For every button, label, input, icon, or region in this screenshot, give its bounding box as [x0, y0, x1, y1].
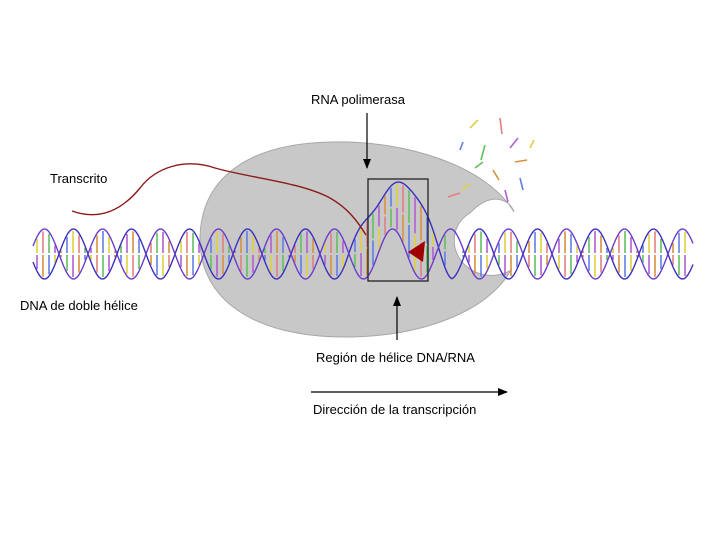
- nucleotide-stick: [504, 189, 509, 203]
- nucleotide-stick: [519, 177, 524, 191]
- rna-transcript: [71, 163, 367, 236]
- red-triangle-icon: [408, 241, 425, 262]
- label-dna-double-helix: DNA de doble hélice: [20, 298, 138, 313]
- nucleotide-stick: [529, 139, 535, 149]
- nucleotide-stick: [509, 137, 519, 149]
- nucleotide-stick: [492, 169, 500, 181]
- nucleotide-stick: [469, 119, 479, 129]
- nucleotide-stick: [447, 192, 461, 198]
- nucleotide-stick: [480, 144, 486, 161]
- nucleotide-stick: [514, 159, 528, 163]
- label-hybrid-region: Región de hélice DNA/RNA: [316, 350, 475, 365]
- dna-template-strand: [32, 181, 694, 280]
- hybrid-region-box: [367, 178, 429, 282]
- dna-coding-strand: [32, 228, 694, 280]
- nucleotide-stick: [459, 141, 464, 151]
- label-transcript: Transcrito: [50, 171, 107, 186]
- nucleotide-stick: [499, 117, 503, 135]
- label-rna-polymerase: RNA polimerasa: [311, 92, 406, 107]
- free-nucleotides: [447, 117, 535, 203]
- nucleotide-stick: [461, 183, 471, 191]
- rna-polymerase-enzyme: [199, 141, 515, 338]
- nucleotide-stick: [474, 161, 484, 169]
- label-transcription-direction: Dirección de la transcripción: [313, 402, 476, 417]
- dna-base-pairs: [36, 184, 686, 277]
